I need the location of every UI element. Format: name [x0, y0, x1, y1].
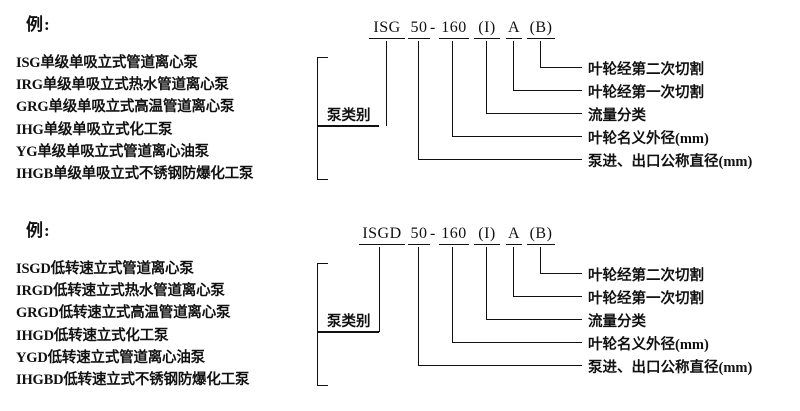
pump-category-stem	[317, 331, 379, 333]
code-segment-impeller-diameter: 160	[439, 19, 469, 39]
list-item: IRG单级单吸立式热水管道离心泵	[16, 77, 229, 94]
code-segment-impeller-diameter: 160	[439, 225, 469, 245]
leader-label-impeller-diameter: 叶轮名义外径(mm)	[588, 131, 709, 147]
leader-line-first-cut	[513, 247, 515, 297]
list-item: IHG单级单吸立式化工泵	[16, 121, 173, 138]
leader-line-impeller-diameter	[452, 247, 454, 343]
leader-label-second-cut: 叶轮经第二次切割	[588, 62, 704, 78]
code-separator: -	[430, 225, 436, 242]
leader-line-pump-category	[386, 41, 388, 126]
leader-line-inlet-outlet-diameter	[418, 247, 420, 366]
list-item: IHGBD低转速立式不锈钢防爆化工泵	[16, 372, 250, 389]
list-item: YG单级单吸立式管道离心油泵	[16, 143, 209, 160]
example-heading: 例:	[26, 221, 51, 240]
leader-line-impeller-diameter-arm	[452, 136, 582, 138]
leader-line-inlet-outlet-diameter-arm	[418, 159, 582, 161]
leader-label-flow-class: 流量分类	[588, 108, 646, 124]
code-segment-flow-class: (I)	[474, 225, 500, 245]
list-item: IRGD低转速立式热水管道离心泵	[16, 283, 225, 300]
list-item: GRG单级单吸立式高温管道离心泵	[16, 99, 235, 116]
list-item: YGD低转速立式管道离心油泵	[16, 349, 205, 366]
leader-line-second-cut-arm	[540, 273, 582, 275]
leader-line-impeller-diameter-arm	[452, 342, 582, 344]
pump-category-bracket	[317, 57, 328, 180]
leader-line-second-cut	[540, 247, 542, 274]
code-segment-first-cut: A	[506, 225, 522, 245]
leader-line-flow-class-arm	[486, 319, 582, 321]
code-segment-pump-category: ISGD	[359, 225, 405, 245]
example-heading: 例:	[26, 15, 51, 34]
leader-label-flow-class: 流量分类	[588, 314, 646, 330]
leader-label-first-cut: 叶轮经第一次切割	[588, 291, 704, 307]
pump-category-label: 泵类别	[327, 314, 371, 330]
diagram-section-isgd: 例: ISGD低转速立式管道离心泵 IRGD低转速立式热水管道离心泵 GRGD低…	[0, 206, 800, 411]
code-segment-pump-category: ISG	[369, 19, 405, 39]
leader-line-second-cut-arm	[540, 67, 582, 69]
code-segment-second-cut: (B)	[527, 19, 555, 39]
leader-line-second-cut	[540, 41, 542, 68]
code-segment-flow-class: (I)	[474, 19, 500, 39]
diagram-section-isg: 例: ISG单级单吸立式管道离心泵 IRG单级单吸立式热水管道离心泵 GRG单级…	[0, 0, 800, 205]
leader-line-pump-category	[379, 247, 381, 332]
leader-line-inlet-outlet-diameter	[418, 41, 420, 160]
pump-category-stem	[317, 125, 379, 127]
list-item: IHGD低转速立式化工泵	[16, 327, 169, 344]
leader-line-inlet-outlet-diameter-arm	[418, 365, 582, 367]
pump-category-bracket	[317, 263, 328, 386]
code-segment-inlet-outlet-diameter: 50	[408, 225, 430, 245]
leader-label-impeller-diameter: 叶轮名义外径(mm)	[588, 337, 709, 353]
pump-type-list: ISG单级单吸立式管道离心泵 IRG单级单吸立式热水管道离心泵 GRG单级单吸立…	[16, 52, 306, 185]
list-item: ISG单级单吸立式管道离心泵	[16, 55, 198, 71]
code-segment-second-cut: (B)	[527, 225, 555, 245]
leader-line-flow-class	[486, 41, 488, 114]
leader-label-first-cut: 叶轮经第一次切割	[588, 85, 704, 101]
leader-line-first-cut-arm	[513, 296, 582, 298]
leader-line-first-cut-arm	[513, 90, 582, 92]
list-item: IHGB单级单吸立式不锈钢防爆化工泵	[16, 166, 254, 183]
leader-line-flow-class	[486, 247, 488, 320]
leader-label-second-cut: 叶轮经第二次切割	[588, 268, 704, 284]
code-segment-first-cut: A	[506, 19, 522, 39]
pump-type-list: ISGD低转速立式管道离心泵 IRGD低转速立式热水管道离心泵 GRGD低转速立…	[16, 258, 306, 391]
code-segment-inlet-outlet-diameter: 50	[408, 19, 430, 39]
leader-label-inlet-outlet-diameter: 泵进、出口公称直径(mm)	[588, 360, 753, 376]
leader-label-inlet-outlet-diameter: 泵进、出口公称直径(mm)	[588, 154, 753, 170]
list-item: GRGD低转速立式高温管道离心泵	[16, 305, 231, 322]
leader-line-flow-class-arm	[486, 113, 582, 115]
list-item: ISGD低转速立式管道离心泵	[16, 261, 194, 277]
leader-line-impeller-diameter	[452, 41, 454, 137]
leader-line-first-cut	[513, 41, 515, 91]
code-separator: -	[430, 19, 436, 36]
pump-category-label: 泵类别	[327, 108, 371, 124]
